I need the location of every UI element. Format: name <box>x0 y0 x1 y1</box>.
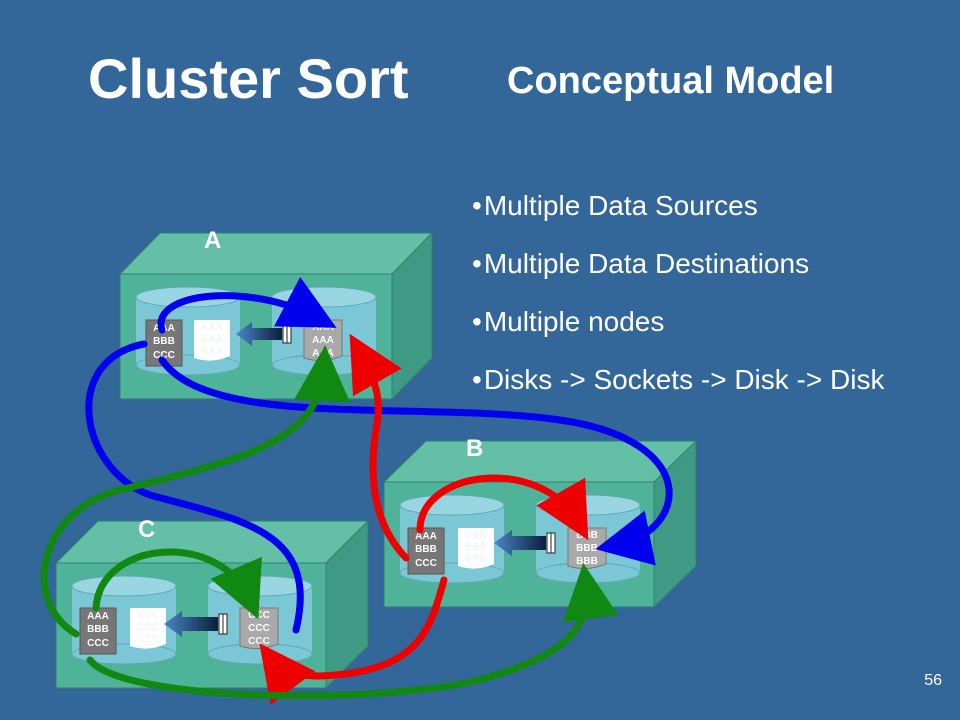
file-line: AAA <box>87 611 109 622</box>
bullet-list: •Multiple Data Sources •Multiple Data De… <box>472 186 884 418</box>
blue-arrow-c-to-c <box>85 340 304 634</box>
bullet-text: Multiple Data Sources <box>483 190 758 221</box>
blue-arrow-a-local <box>157 276 337 334</box>
file-line: CCC <box>248 623 270 634</box>
red-arrow-b-to-a <box>349 333 410 562</box>
green-arrow-c-to-a <box>40 345 351 638</box>
bullet-glyph: • <box>472 248 482 279</box>
file-line: AAA <box>312 322 334 333</box>
file-line: CCC <box>153 350 175 361</box>
bullet-item: •Multiple Data Destinations <box>472 244 884 302</box>
file-line: BBB <box>576 543 598 554</box>
bullet-glyph: • <box>472 306 482 337</box>
bullet-glyph: • <box>472 190 482 221</box>
file-line: AAA <box>201 334 223 345</box>
node-c-sorted-file: CCC CCC CCC <box>130 608 166 649</box>
file-line: BBB <box>87 624 109 635</box>
page-number: 56 <box>924 672 942 689</box>
bullet-item: •Disks -> Sockets -> Disk -> Disk <box>472 360 884 418</box>
slide-title: Cluster Sort <box>88 47 409 110</box>
node-a-box-top <box>118 232 434 275</box>
red-arrow-b-local <box>416 474 589 541</box>
node-c-label: C <box>138 516 155 543</box>
node-b: B AAA BBB CCC BBB BBB BBB <box>382 435 698 609</box>
file-line: CCC <box>137 634 159 645</box>
file-line: CCC <box>248 610 270 621</box>
node-b-source-file: AAA BBB CCC <box>407 527 445 575</box>
file-line: CCC <box>87 638 109 649</box>
bullet-item: •Multiple Data Sources <box>472 186 884 244</box>
file-line: BBB <box>415 544 437 555</box>
node-a-label: A <box>204 227 221 254</box>
blue-arrow-a-to-b <box>158 356 673 566</box>
node-b-box-top <box>382 440 698 483</box>
green-arrow-c-to-b <box>86 563 619 700</box>
node-b-label: B <box>466 435 483 462</box>
file-line: BBB <box>576 556 598 567</box>
node-b-sorted-file: BBB BBB BBB <box>458 528 494 569</box>
file-line: BBB <box>576 530 598 541</box>
file-line: AAA <box>415 531 437 542</box>
node-c-source-file: AAA BBB CCC <box>79 607 117 655</box>
red-arrow-b-to-c <box>259 576 448 705</box>
file-line: BBB <box>465 542 487 553</box>
bullet-text: Disks -> Sockets -> Disk -> Disk <box>483 364 885 395</box>
node-c-dest-file: CCC CCC CCC <box>239 607 279 650</box>
file-line: BBB <box>465 530 487 541</box>
file-line: BBB <box>465 554 487 565</box>
file-line: CCC <box>137 622 159 633</box>
node-c: C AAA BBB CCC CCC CCC CCC <box>54 516 370 690</box>
node-a-dest-file: AAA AAA AAA <box>303 319 343 362</box>
bullet-item: •Multiple nodes <box>472 302 884 360</box>
file-line: AAA <box>201 322 223 333</box>
file-line: AAA <box>312 335 334 346</box>
green-arrow-c-local <box>92 548 262 620</box>
file-line: AAA <box>201 346 223 357</box>
node-c-box-top <box>54 520 370 564</box>
file-line: AAA <box>312 348 334 359</box>
node-a-sorted-file: AAA AAA AAA <box>194 320 230 361</box>
file-line: CCC <box>415 558 437 569</box>
bullet-text: Multiple nodes <box>483 306 665 337</box>
file-line: CCC <box>248 636 270 647</box>
bullet-text: Multiple Data Destinations <box>483 248 810 279</box>
node-a-pipe-arrow <box>236 322 292 346</box>
node-b-dest-file: BBB BBB BBB <box>567 527 607 570</box>
bullet-glyph: • <box>472 364 482 395</box>
slide-subtitle: Conceptual Model <box>507 60 835 102</box>
file-line: CCC <box>137 610 159 621</box>
file-line: BBB <box>153 336 175 347</box>
